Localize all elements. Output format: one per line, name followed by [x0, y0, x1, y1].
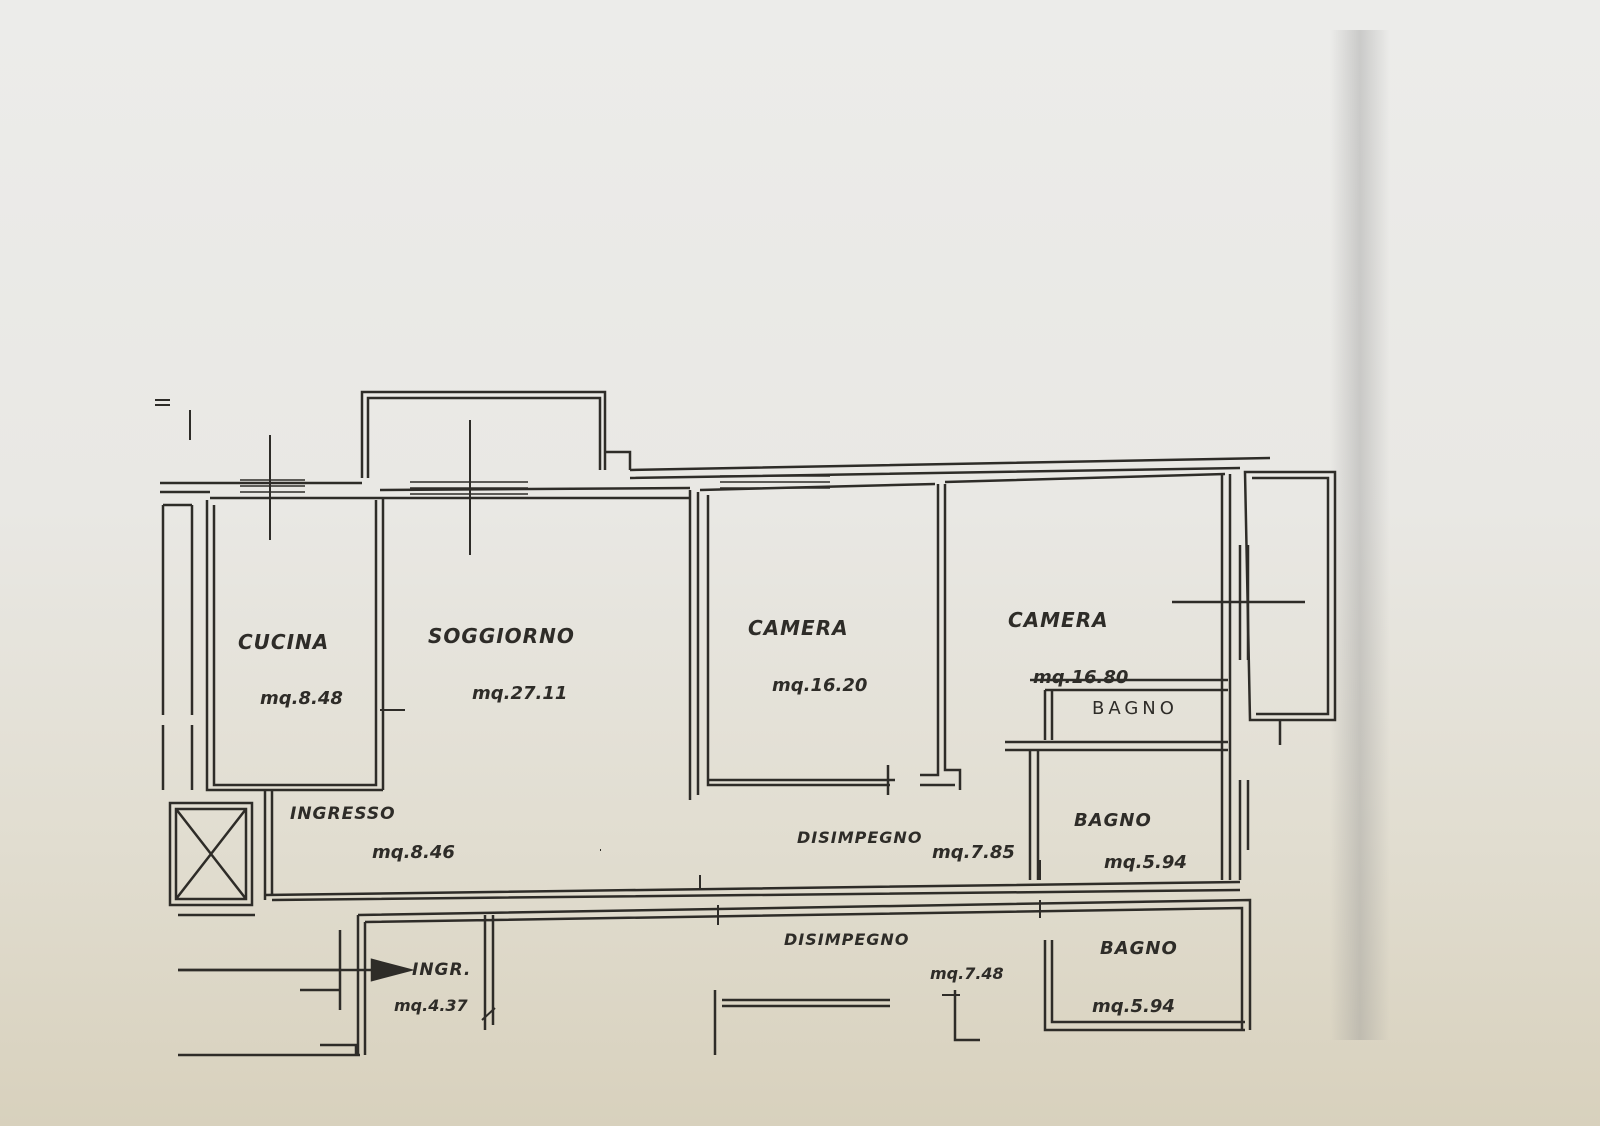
room-label-bagno-2: BAGNO — [1100, 938, 1178, 959]
wall-lower-partitions — [713, 940, 1245, 1055]
wall-corridor — [263, 790, 1241, 902]
wall-left — [161, 503, 360, 1057]
room-label-disimpegno-2: DISIMPEGNO — [784, 930, 910, 949]
room-label-bagno-small: BAGNO — [1092, 698, 1178, 719]
room-label-ingr: INGR. — [412, 960, 472, 980]
exterior-wall-top — [160, 456, 1271, 500]
entry-arrow-icon — [370, 958, 415, 982]
room-area-camera-1: mq.16.20 — [772, 675, 868, 696]
balcony-right — [1172, 470, 1337, 745]
room-area-bagno-1: mq.5.94 — [1104, 852, 1187, 873]
balcony-top — [360, 390, 632, 478]
wall-cucina — [205, 498, 385, 792]
wall-camera-camera — [920, 484, 962, 790]
wall-camera1 — [706, 495, 895, 795]
room-label-bagno-1: BAGNO — [1074, 810, 1152, 831]
room-area-soggiorno: mq.27.11 — [472, 683, 568, 704]
room-label-ingresso: INGRESSO — [290, 804, 396, 824]
stair-lift-box — [168, 801, 254, 907]
room-area-camera-2: mq.16.80 — [1033, 667, 1129, 688]
dimension-ticks — [155, 399, 1041, 1021]
room-area-disimpegno-1: mq.7.85 — [932, 842, 1015, 863]
room-label-soggiorno: SOGGIORNO — [428, 624, 575, 648]
room-area-bagno-2: mq.5.94 — [1092, 996, 1175, 1017]
room-label-cucina: CUCINA — [238, 630, 330, 654]
room-label-camera-2: CAMERA — [1008, 608, 1109, 632]
wall-small-bagno — [1005, 678, 1228, 752]
entry-line — [178, 930, 372, 1010]
room-area-cucina: mq.8.48 — [260, 688, 343, 709]
room-label-camera-1: CAMERA — [748, 616, 849, 640]
room-area-ingr: mq.4.37 — [394, 996, 468, 1015]
wall-soggiorno-camera — [688, 490, 700, 800]
room-area-disimpegno-2: mq.7.48 — [930, 964, 1004, 983]
windows — [240, 475, 830, 499]
room-label-disimpegno-1: DISIMPEGNO — [797, 828, 923, 847]
wall-camera2-right — [1220, 474, 1250, 880]
wall-lower — [356, 898, 1252, 1055]
room-area-ingresso: mq.8.46 — [372, 842, 455, 863]
scan-shadow — [1330, 30, 1390, 1040]
